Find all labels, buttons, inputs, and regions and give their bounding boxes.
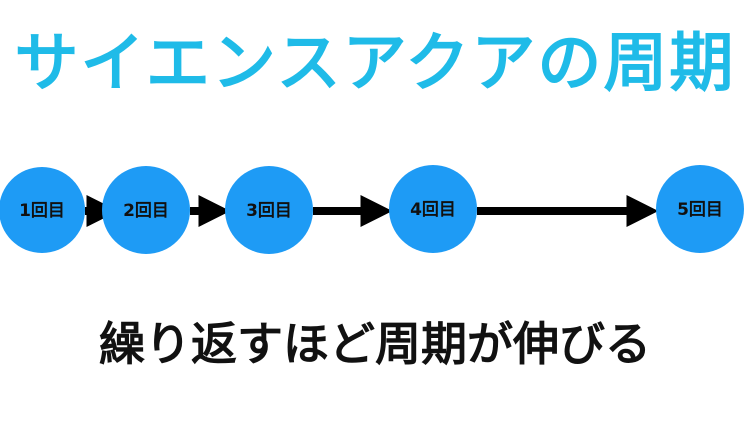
diagram-title: サイエンスアクアの周期 bbox=[14, 26, 736, 101]
diagram-subtitle: 繰り返すほど周期が伸びる bbox=[99, 317, 651, 371]
node-1: 1回目 bbox=[0, 167, 85, 253]
node-3: 3回目 bbox=[225, 166, 313, 254]
node-2: 2回目 bbox=[102, 166, 190, 254]
node-5: 5回目 bbox=[656, 165, 744, 253]
node-4: 4回目 bbox=[389, 165, 477, 253]
node-label: 3回目 bbox=[246, 201, 292, 221]
node-label: 5回目 bbox=[677, 200, 723, 220]
node-label: 4回目 bbox=[410, 200, 456, 220]
node-label: 1回目 bbox=[19, 201, 65, 221]
node-label: 2回目 bbox=[123, 201, 169, 221]
